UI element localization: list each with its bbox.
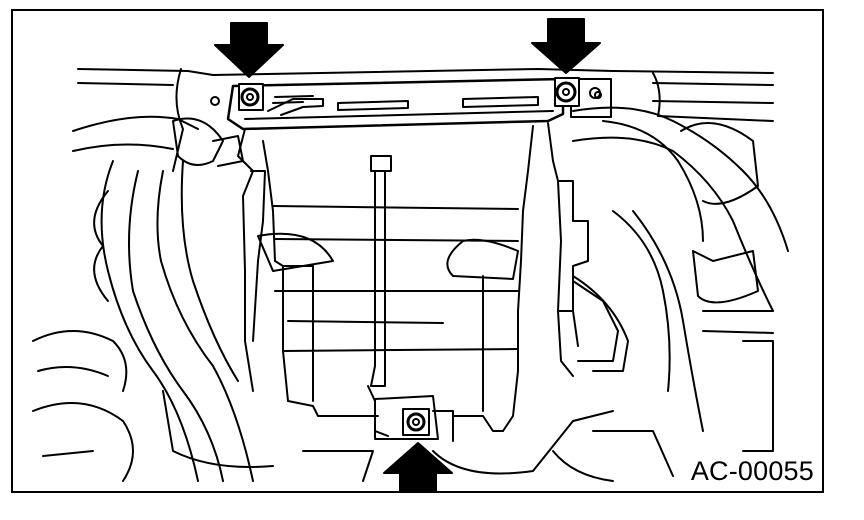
bolt-bottom-center — [402, 408, 430, 436]
figure-code: AC-00055 — [690, 456, 814, 486]
arrow-bottom-center-icon — [383, 442, 453, 491]
bolt-top-right — [554, 77, 580, 107]
mounting-bracket-plate — [226, 77, 612, 131]
background-outlines — [32, 68, 774, 482]
arrow-top-right-icon — [531, 18, 601, 74]
bottom-mount — [374, 395, 454, 442]
right-hose-bundle — [572, 106, 789, 432]
figure-frame: AC-00055 — [11, 9, 824, 493]
technical-illustration — [32, 18, 789, 491]
bolt-top-left — [238, 83, 264, 111]
mount-hole-left — [210, 96, 220, 106]
mount-hole-right — [594, 91, 602, 99]
center-control-rod — [367, 155, 392, 437]
heater-unit-body — [237, 122, 619, 432]
left-hose-bundle — [32, 115, 254, 482]
arrow-top-left-icon — [214, 22, 284, 78]
